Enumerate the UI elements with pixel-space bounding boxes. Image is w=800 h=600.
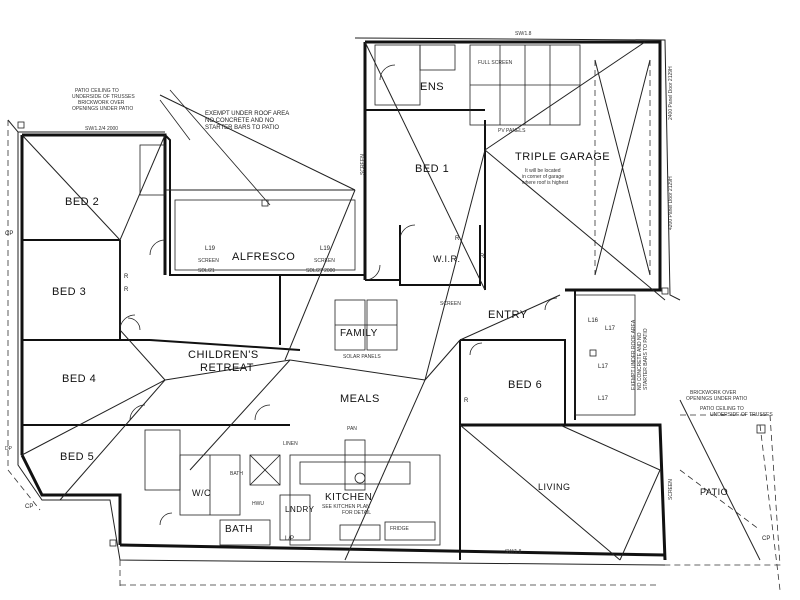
note-garage-2: in corner of garage bbox=[522, 174, 564, 180]
note-roof-area-3: STARTER BARS TO PATIO bbox=[205, 125, 279, 131]
label-dp-left: DP bbox=[5, 446, 13, 452]
room-living: LIVING bbox=[538, 482, 571, 492]
label-r-left: R bbox=[124, 274, 129, 280]
label-lp: L/P bbox=[285, 536, 294, 542]
room-meals: MEALS bbox=[340, 393, 380, 405]
room-patio: PATIO bbox=[700, 487, 728, 497]
room-bed3: BED 3 bbox=[52, 286, 86, 298]
walls bbox=[20, 40, 667, 561]
room-wir: W.I.R. bbox=[433, 254, 461, 264]
note-patio-ceiling-1: PATIO CEILING TO bbox=[75, 88, 119, 94]
note-garage-3: where roof is highest bbox=[522, 180, 569, 186]
note-brickwork-r2: OPENINGS UNDER PATIO bbox=[686, 396, 747, 402]
label-cp-right: CP bbox=[762, 536, 770, 542]
annotations: EXEMPT UNDER ROOF AREA NO CONCRETE AND N… bbox=[5, 31, 773, 555]
note-screen-1: SCREEN bbox=[360, 154, 366, 175]
label-sw-alf2: SDL/27 2000 bbox=[306, 268, 335, 274]
label-pantry: PAN bbox=[347, 426, 357, 432]
note-brickwork-r4: UNDERSIDE OF TRUSSES bbox=[710, 412, 773, 418]
note-kitchen-1: SEE KITCHEN PLAN bbox=[322, 504, 370, 510]
room-bed2: BED 2 bbox=[65, 196, 99, 208]
label-sw-alf: SDL/21 bbox=[198, 268, 215, 274]
roof-outline bbox=[7, 37, 781, 591]
note-brickwork-1: BRICKWORK OVER bbox=[78, 100, 125, 106]
label-hwu: HWU bbox=[252, 501, 264, 507]
room-entry: ENTRY bbox=[488, 309, 528, 321]
note-solar-panels: SOLAR PANELS bbox=[343, 354, 381, 360]
note-entry-roof-1: EXEMPT UNDER ROOF AREA bbox=[631, 319, 637, 390]
label-l19-left: L19 bbox=[205, 246, 216, 252]
room-childrens-retreat-2: RETREAT bbox=[200, 362, 254, 374]
label-l17b: L17 bbox=[598, 364, 609, 370]
note-pv-panels: PV PANELS bbox=[498, 128, 526, 134]
note-garage-door-2: 2400 Panel Door 2129H bbox=[668, 66, 674, 120]
room-triple-garage: TRIPLE GARAGE bbox=[515, 151, 610, 163]
note-garage-door: 4200 Panel Door 2129H bbox=[668, 176, 674, 230]
note-kitchen-2: FOR DETAIL bbox=[342, 510, 371, 516]
label-l16: L16 bbox=[588, 318, 599, 324]
room-bath: BATH bbox=[225, 524, 253, 535]
label-r-right: R bbox=[480, 254, 485, 260]
note-entry-roof-2: NO CONCRETE AND NO bbox=[637, 332, 643, 390]
door-swings bbox=[119, 64, 558, 526]
room-bed1: BED 1 bbox=[415, 163, 449, 175]
label-r-wir: R bbox=[455, 236, 460, 242]
label-screen-alf-right: SCREEN bbox=[314, 258, 335, 264]
label-r-bed3: R bbox=[124, 287, 129, 293]
note-entry-roof-3: STARTER BARS TO PATIO bbox=[643, 328, 649, 390]
room-family: FAMILY bbox=[340, 328, 378, 339]
note-brickwork-r1: BRICKWORK OVER bbox=[690, 390, 737, 396]
room-labels: BED 1 BED 2 BED 3 BED 4 BED 5 BED 6 ENS … bbox=[52, 81, 728, 535]
note-patio-ceiling-2: UNDERSIDE OF TRUSSES bbox=[72, 94, 135, 100]
label-screen-3: SCREEN bbox=[440, 301, 461, 307]
room-bed5: BED 5 bbox=[60, 451, 94, 463]
label-l17a: L17 bbox=[605, 326, 616, 332]
label-sw-top: SW/1.8 bbox=[515, 31, 532, 37]
markers bbox=[17, 121, 766, 547]
note-full-screen: FULL SCREEN bbox=[478, 60, 513, 66]
label-r-bed6: R bbox=[464, 398, 469, 404]
room-alfresco: ALFRESCO bbox=[232, 251, 295, 263]
room-bed4: BED 4 bbox=[62, 373, 96, 385]
room-childrens-retreat-1: CHILDREN'S bbox=[188, 349, 259, 361]
room-lndry: LNDRY bbox=[285, 505, 315, 514]
label-sw-bottom-mid: SW/1.8 bbox=[505, 549, 522, 555]
label-cp-bottom: CP bbox=[25, 504, 33, 510]
label-l17c: L17 bbox=[598, 396, 609, 402]
note-roof-area-2: NO CONCRETE AND NO bbox=[205, 118, 274, 124]
roof-hip-lines bbox=[21, 41, 761, 561]
note-screen-2: SCREEN bbox=[668, 479, 674, 500]
label-bath-small: BATH bbox=[230, 471, 243, 477]
room-bed6: BED 6 bbox=[508, 379, 542, 391]
label-screen-alf-left: SCREEN bbox=[198, 258, 219, 264]
label-l19-right: L19 bbox=[320, 246, 331, 252]
note-brickwork-r3: PATIO CEILING TO bbox=[700, 406, 744, 412]
room-ens: ENS bbox=[420, 81, 444, 93]
note-garage-1: It will be located bbox=[525, 168, 561, 174]
note-roof-area-1: EXEMPT UNDER ROOF AREA bbox=[205, 111, 289, 117]
label-sw-left-top: SW/1.2/4 2000 bbox=[85, 126, 118, 132]
room-wic: W/C bbox=[192, 488, 211, 498]
label-linen: LINEN bbox=[283, 441, 298, 447]
label-fridge: FRIDGE bbox=[390, 526, 410, 532]
label-cp-left: CP bbox=[5, 231, 13, 237]
room-kitchen: KITCHEN bbox=[325, 492, 372, 503]
note-brickwork-2: OPENINGS UNDER PATIO bbox=[72, 106, 133, 112]
